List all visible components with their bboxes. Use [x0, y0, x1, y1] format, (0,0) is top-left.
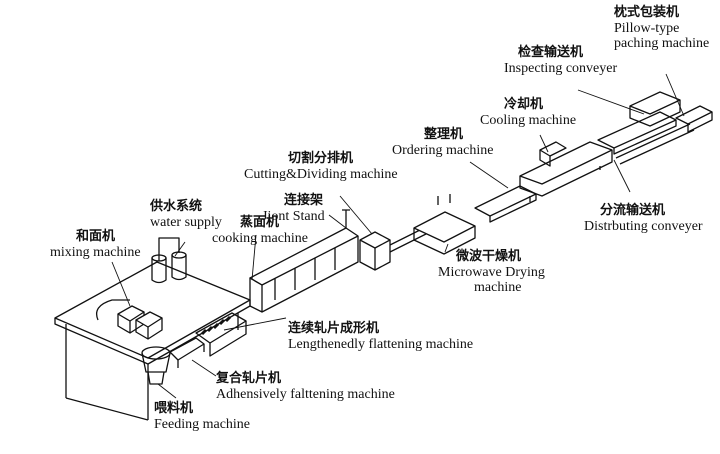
leader-lines [111, 73, 685, 399]
label-zh: 喂料机 [154, 401, 194, 416]
label-en: Cutting&Dividing machine [244, 166, 398, 182]
label-en: mixing machine [50, 244, 141, 260]
adhesive-roller-drawing [169, 337, 205, 368]
label-adhesively-flattening-machine: 复合轧片机 Adhensively falttening machine [216, 371, 395, 402]
label-en: machine [474, 280, 522, 296]
ordering-conveyor-drawing [474, 185, 537, 223]
label-zh: 切割分排机 [288, 151, 354, 166]
label-zh: 枕式包装机 [614, 5, 680, 20]
label-en: Cooling machine [480, 112, 577, 128]
label-zh: 供水系统 [150, 199, 203, 214]
label-en: Inspecting conveyer [504, 60, 618, 76]
label-en: cooking machine [212, 230, 309, 246]
label-distributing-conveyer: 分流输送机 Distrbuting conveyer [584, 203, 703, 234]
label-en: Microwave Drying [438, 264, 545, 280]
label-en: Adhensively falttening machine [216, 386, 395, 402]
label-zh: 连续轧片成形机 [288, 321, 380, 336]
label-cooking-machine: 蒸面机 cooking machine [212, 215, 309, 246]
label-en: paching machine [614, 36, 710, 52]
label-pillow-packer: 枕式包装机 Pillow-type paching machine [614, 5, 710, 52]
cutting-unit-drawing [359, 231, 391, 271]
label-zh: 检查输送机 [518, 45, 584, 60]
pillow-packer-drawing [629, 91, 713, 133]
cooling-machine-drawing [519, 141, 613, 202]
label-cutting-dividing-machine: 切割分排机 Cutting&Dividing machine [244, 151, 398, 182]
label-inspecting-conveyer: 检查输送机 Inspecting conveyer [504, 45, 618, 76]
water-supply-tanks [151, 237, 187, 284]
label-feeding-machine: 喂料机 Feeding machine [154, 401, 251, 432]
label-en: water supply [150, 214, 222, 230]
label-microwave-drying-machine: 微波干燥机 Microwave Drying machine [438, 249, 545, 296]
label-joint-stand: 连接架 Jiont Stand [262, 193, 325, 224]
feeding-machine-drawing [141, 346, 171, 385]
label-ordering-machine: 整理机 Ordering machine [392, 127, 494, 158]
label-zh: 冷却机 [504, 97, 544, 112]
label-mixing-machine: 和面机 mixing machine [50, 229, 141, 260]
mixing-machine [95, 299, 163, 340]
label-en: Feeding machine [154, 416, 251, 432]
label-zh: 和面机 [76, 229, 116, 244]
microwave-dryer-drawing [413, 194, 476, 255]
label-lengthenedly-flattening-machine: 连续轧片成形机 Lengthenedly flattening machine [288, 321, 474, 352]
label-en: Pillow-type [614, 20, 680, 36]
label-en: Lengthenedly flattening machine [288, 336, 474, 352]
label-cooling-machine: 冷却机 Cooling machine [480, 97, 577, 128]
label-zh: 连接架 [284, 193, 324, 208]
label-zh: 分流输送机 [600, 203, 666, 218]
label-en: Jiont Stand [262, 208, 325, 224]
label-zh: 微波干燥机 [456, 249, 522, 264]
label-zh: 整理机 [424, 127, 464, 142]
label-en: Ordering machine [392, 142, 494, 158]
cooking-machine-drawing [249, 209, 359, 313]
label-zh: 复合轧片机 [216, 371, 282, 386]
flattening-machine-drawing [195, 312, 247, 357]
label-water-supply: 供水系统 water supply [150, 199, 222, 230]
label-en: Distrbuting conveyer [584, 218, 703, 234]
label-zh: 蒸面机 [240, 215, 280, 230]
